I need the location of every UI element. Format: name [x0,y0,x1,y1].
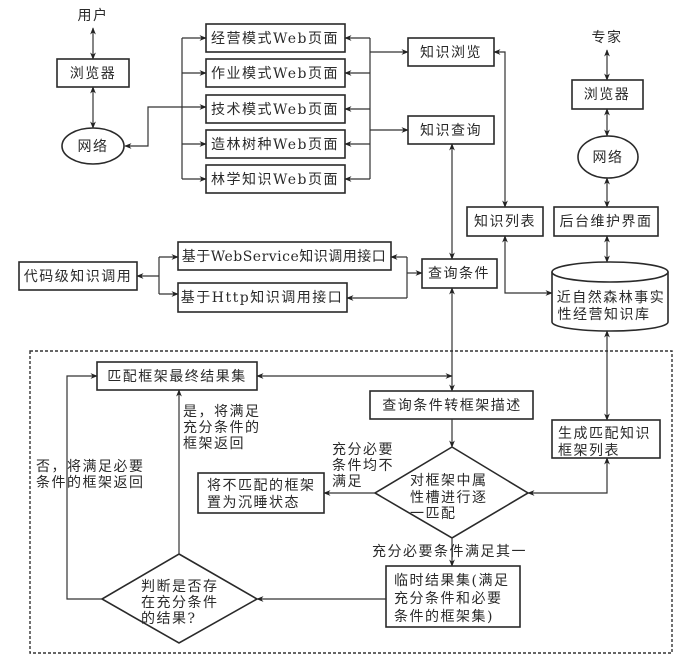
arrow-browse-list [493,49,508,208]
svg-text:的结果?: 的结果? [141,611,197,627]
backend-maintenance-box: 后台维护界面 [553,206,659,237]
final-result-box: 匹配框架最终结果集 [96,361,258,391]
arrow-network-webpages [124,104,207,149]
svg-text:代码级知识调用: 代码级知识调用 [24,268,133,285]
svg-text:林学知识Web页面: 林学知识Web页面 [211,171,339,188]
label-no: 否，将满足必要 [36,459,145,475]
convert-to-frame-box: 查询条件转框架描述 [369,390,534,420]
expert-network-node: 网络 [577,135,639,179]
svg-text:一匹配: 一匹配 [410,506,457,522]
svg-text:条件的框架集): 条件的框架集) [394,608,494,625]
knowledge-query-box: 知识查询 [407,115,495,145]
user-label: 用户 [78,7,109,24]
svg-text:知识浏览: 知识浏览 [420,44,482,61]
label-none-satisfied: 条件均不 [332,457,394,474]
webpage-box-technical-mode: 技术模式Web页面 [205,94,346,124]
svg-text:匹配框架最终结果集: 匹配框架最终结果集 [107,368,247,385]
svg-text:知识列表: 知识列表 [474,213,536,230]
svg-text:经营模式Web页面: 经营模式Web页面 [211,31,339,47]
webpage-box-forestry-knowledge: 林学知识Web页面 [205,164,346,194]
svg-text:网络: 网络 [78,139,109,155]
svg-text:生成匹配知识: 生成匹配知识 [558,425,651,442]
judge-sufficient-diamond: 判断是否存 在充分条件 的结果? [100,553,259,644]
match-slots-diamond: 对框架中属 性槽进行逐 一匹配 [373,446,530,539]
svg-text:置为沉睡状态: 置为沉睡状态 [207,495,300,511]
svg-text:框架列表: 框架列表 [558,443,620,459]
http-interface-box: 基于Http知识调用接口 [177,282,348,313]
svg-text:浏览器: 浏览器 [584,87,631,103]
label-none-satisfied: 充分必要 [332,442,394,458]
svg-text:对框架中属: 对框架中属 [410,473,488,489]
webservice-interface-box: 基于WebService知识调用接口 [177,241,392,271]
arrow-no-final [66,373,102,600]
label-yes: 充分条件的 [183,419,261,436]
svg-text:在充分条件: 在充分条件 [141,594,219,611]
label-yes: 是，将满足 [183,404,261,420]
svg-text:判断是否存: 判断是否存 [141,579,219,595]
expert-browser-box: 浏览器 [571,79,644,110]
svg-text:基于WebService知识调用接口: 基于WebService知识调用接口 [182,248,387,265]
user-browser-box: 浏览器 [56,58,130,88]
temp-result-box: 临时结果集(满足 充分条件和必要 条件的框架集) [385,565,521,628]
label-none-satisfied: 满足 [332,474,363,490]
code-level-call-box: 代码级知识调用 [18,261,138,291]
webpage-box-tree-species: 造林树种Web页面 [205,129,346,159]
svg-text:临时结果集(满足: 临时结果集(满足 [394,572,509,589]
svg-text:浏览器: 浏览器 [70,66,117,82]
svg-text:知识查询: 知识查询 [420,122,482,139]
query-conditions-box: 查询条件 [421,258,498,289]
svg-text:基于Http知识调用接口: 基于Http知识调用接口 [181,289,343,306]
svg-text:造林树种Web页面: 造林树种Web页面 [211,137,339,153]
svg-text:充分条件和必要: 充分条件和必要 [394,590,503,607]
svg-text:查询条件: 查询条件 [428,265,490,282]
knowledge-database: 近自然森林事实 性经营知识库 [551,261,669,332]
arrow-generate-match [527,457,610,496]
generate-frame-list-box: 生成匹配知识 框架列表 [551,419,661,459]
webpage-box-operation-mode: 经营模式Web页面 [205,23,346,53]
user-network-node: 网络 [61,127,125,165]
knowledge-browse-box: 知识浏览 [407,37,495,67]
svg-text:作业模式Web页面: 作业模式Web页面 [211,66,339,82]
matching-process-region [29,350,673,654]
svg-text:近自然森林事实: 近自然森林事实 [557,289,666,306]
svg-text:查询条件转框架描述: 查询条件转框架描述 [382,397,522,414]
svg-text:将不匹配的框架: 将不匹配的框架 [207,478,316,494]
svg-text:后台维护界面: 后台维护界面 [560,214,653,230]
arrow-list-database [502,235,553,296]
svg-text:技术模式Web页面: 技术模式Web页面 [211,102,339,118]
label-no: 条件的框架返回 [36,474,145,491]
label-yes: 框架返回 [183,436,245,452]
label-one-satisfied: 充分必要条件满足其一 [372,543,527,560]
webpage-box-work-mode: 作业模式Web页面 [205,58,346,88]
knowledge-list-box: 知识列表 [466,206,544,237]
expert-label: 专家 [592,29,623,46]
svg-text:性槽进行逐: 性槽进行逐 [410,490,488,506]
sleep-state-box: 将不匹配的框架 置为沉睡状态 [197,472,325,514]
svg-text:网络: 网络 [593,150,624,166]
svg-text:性经营知识库: 性经营知识库 [558,306,651,323]
